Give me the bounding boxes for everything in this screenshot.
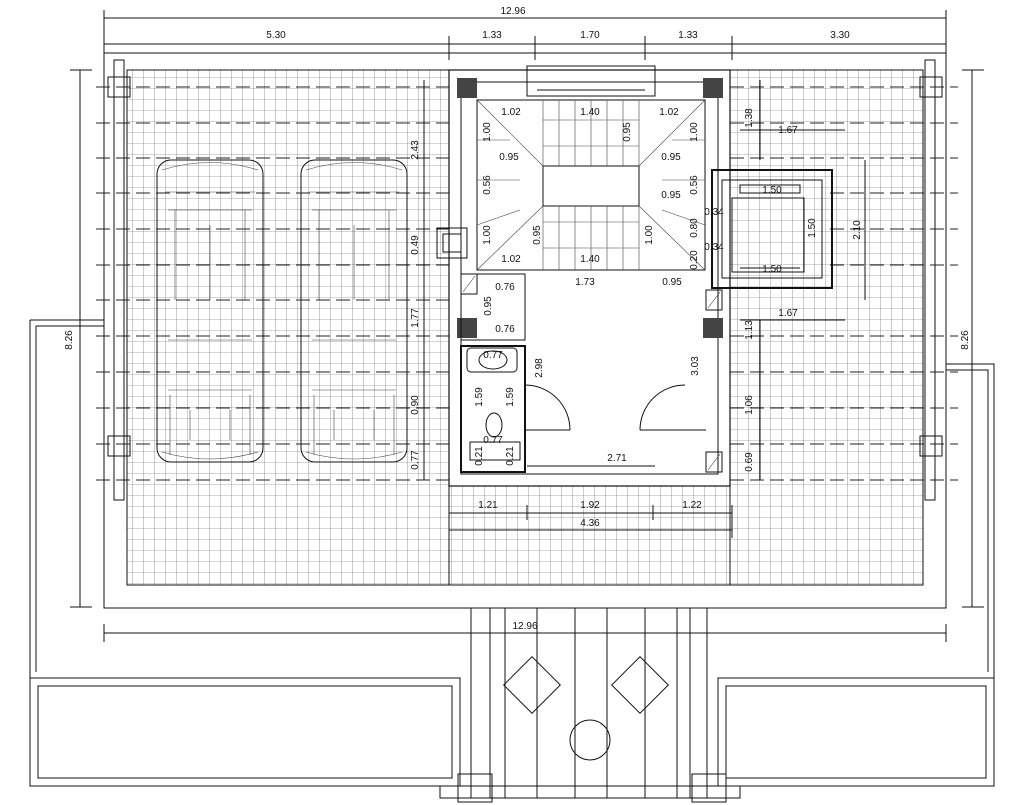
stair-label: 1.02 [501,107,521,118]
right-inner-7: 0.69 [744,452,755,472]
shaft-labels: 0.76 0.95 0.76 [483,282,515,335]
dimension-lines-bottom [103,505,947,642]
right-inner-6: 1.06 [744,395,755,415]
hall-labels: 3.03 2.71 [607,356,701,464]
wc-labels: 0.77 1.59 1.59 0.77 0.21 0.21 2.98 [474,350,545,466]
stair-label: 0.20 [689,250,700,270]
left-inner-2: 0.49 [410,235,421,255]
overall-width-top: 12.96 [500,6,525,17]
hall-label: 2.71 [607,453,627,464]
stair-label: 1.00 [689,122,700,142]
top-dim-3: 1.70 [580,30,600,41]
wc-label: 2.98 [534,358,545,378]
pergola-posts [107,59,943,501]
stair-label: 1.02 [501,254,521,265]
elevator-label: 1.50 [762,185,782,196]
wc-room [460,345,706,473]
bottom-dim-3: 1.22 [682,500,702,511]
tiled-terrace-left [126,69,450,586]
stair-labels: 1.02 1.40 0.95 1.02 1.00 0.95 1.00 0.95 … [482,107,700,288]
car-right [300,159,408,463]
stair-label: 1.00 [644,225,655,245]
top-dim-1: 5.30 [266,30,286,41]
right-inner-4: 1.67 [778,308,798,319]
overall-width-bottom: 12.96 [512,621,537,632]
top-dim-4: 1.33 [678,30,698,41]
stair-label: 1.00 [482,122,493,142]
shaft-label: 0.76 [495,282,515,293]
elevator-label: 1.50 [762,264,782,275]
left-inner-5: 0.77 [410,450,421,470]
stair-label: 0.56 [482,175,493,195]
stair-label: 1.40 [580,254,600,265]
elevator-label: 1.50 [807,218,818,238]
hall-label: 3.03 [690,356,701,376]
stair-label: 1.00 [482,225,493,245]
right-inner-5: 1.13 [744,320,755,340]
wc-label: 0.21 [474,446,485,466]
left-inner-4: 0.90 [410,395,421,415]
stair-label: 1.73 [575,277,595,288]
right-inner-1: 1.38 [744,108,755,128]
top-dim-5: 3.30 [830,30,850,41]
stair-label: 0.95 [499,152,519,163]
right-height: 8.26 [960,330,971,350]
core-walls [436,65,731,487]
bottom-dim-1: 1.21 [478,500,498,511]
stair-label: 1.02 [659,107,679,118]
stair-label: 0.95 [662,277,682,288]
wc-label: 0.21 [505,446,516,466]
entrance-steps [457,607,727,803]
wc-label: 1.59 [474,387,485,407]
elevator-shaft [711,169,833,289]
stair-label: 0.95 [661,152,681,163]
bottom-total: 4.36 [580,518,600,529]
left-inner-1: 2.43 [410,140,421,160]
left-height: 8.26 [64,330,75,350]
left-inner-3: 1.77 [410,308,421,328]
stair-label: 0.95 [532,225,543,245]
staircase [476,99,706,271]
stair-label: 1.40 [580,107,600,118]
duct-shaft [460,273,723,473]
stair-label: 0.95 [622,122,633,142]
stair-label: 0.95 [661,190,681,201]
wc-label: 1.59 [505,387,516,407]
tiled-terrace-right [729,69,924,586]
stair-label: 0.80 [689,218,700,238]
lower-wings [29,319,995,799]
car-left [156,159,264,463]
stair-label: 0.56 [689,175,700,195]
dimension-lines-sides [70,69,984,608]
bottom-dim-2: 1.92 [580,500,600,511]
elevator-label: 0.34 [704,207,724,218]
shaft-label: 0.76 [495,324,515,335]
dimension-lines-top [103,10,947,60]
right-inner-2: 1.67 [778,125,798,136]
elevator-label: 0.34 [704,242,724,253]
wc-label: 0.77 [483,350,503,361]
top-dim-2: 1.33 [482,30,502,41]
dimension-labels: 12.96 5.30 1.33 1.70 1.33 3.30 8.26 8.26… [64,6,971,632]
elevator-labels: 1.50 0.34 0.34 1.50 1.50 [704,185,818,275]
right-inner-3: 2.10 [852,220,863,240]
shaft-label: 0.95 [483,296,494,316]
wc-label: 0.77 [483,435,503,446]
